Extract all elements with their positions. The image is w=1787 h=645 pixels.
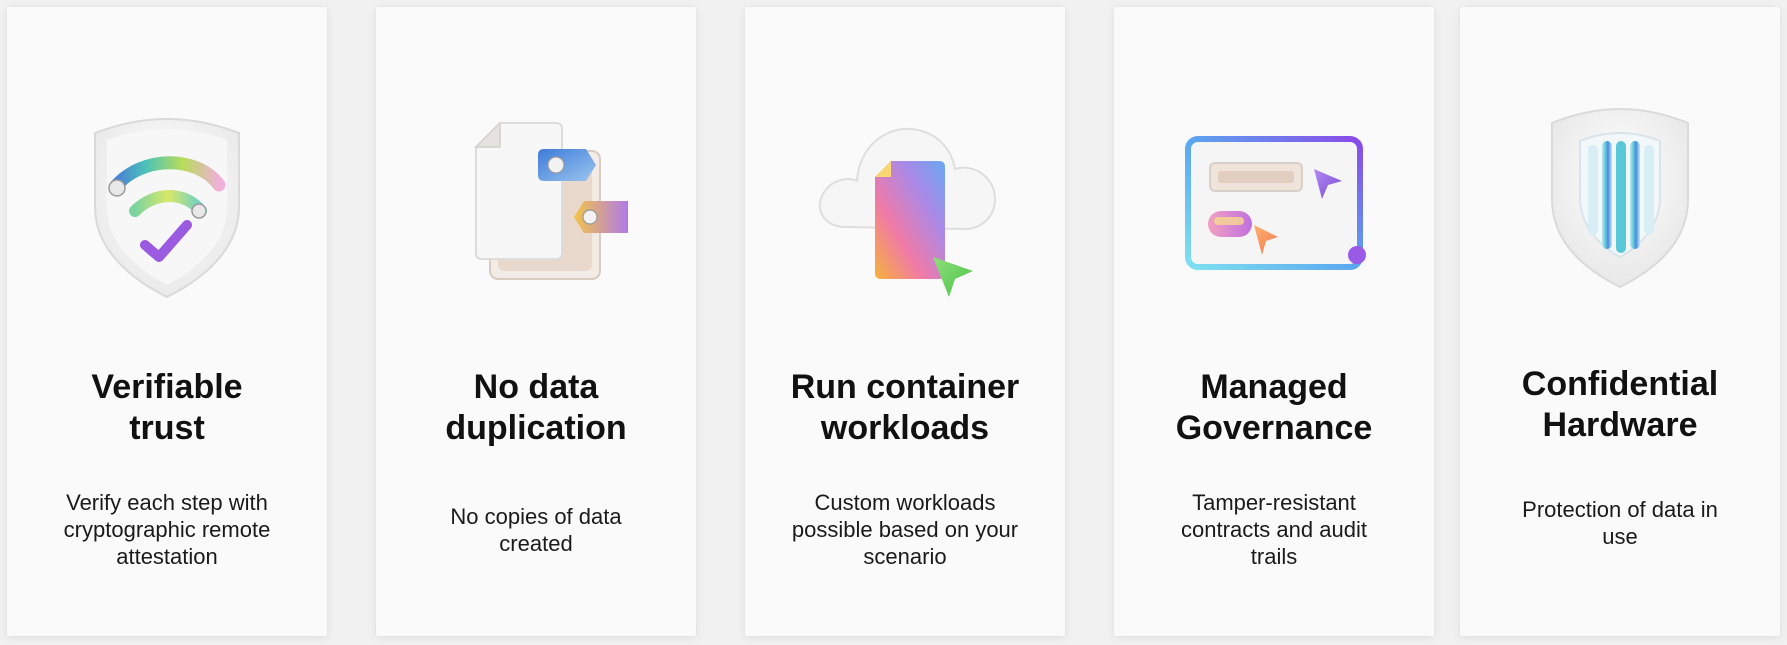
card-description: Protection of data in use xyxy=(1522,497,1718,549)
card-title: Confidential Hardware xyxy=(1521,365,1719,444)
card-description: Custom workloads possible based on your … xyxy=(791,490,1019,569)
cloud-document-cursor-icon xyxy=(805,107,1005,307)
card-title: No data duplication xyxy=(445,368,627,447)
card-title: Run container workloads xyxy=(790,368,1020,447)
governance-panel-icon xyxy=(1174,107,1374,307)
card-confidential-hardware: Confidential Hardware Protection of data… xyxy=(1460,7,1780,636)
card-description: Tamper-resistant contracts and audit tra… xyxy=(1181,490,1367,569)
documents-tags-icon xyxy=(436,107,636,307)
card-verifiable-trust: Verifiable trust Verify each step with c… xyxy=(7,7,327,636)
card-run-container-workloads: Run container workloads Custom workloads… xyxy=(745,7,1065,636)
glass-shield-icon xyxy=(1520,107,1720,307)
card-no-data-duplication: No data duplication No copies of data cr… xyxy=(376,7,696,636)
card-managed-governance: Managed Governance Tamper-resistant cont… xyxy=(1114,7,1434,636)
card-description: Verify each step with cryptographic remo… xyxy=(63,490,271,569)
card-description: No copies of data created xyxy=(450,504,622,556)
shield-wifi-check-icon xyxy=(67,107,267,307)
card-title: Verifiable trust xyxy=(91,368,243,447)
card-title: Managed Governance xyxy=(1175,368,1373,447)
